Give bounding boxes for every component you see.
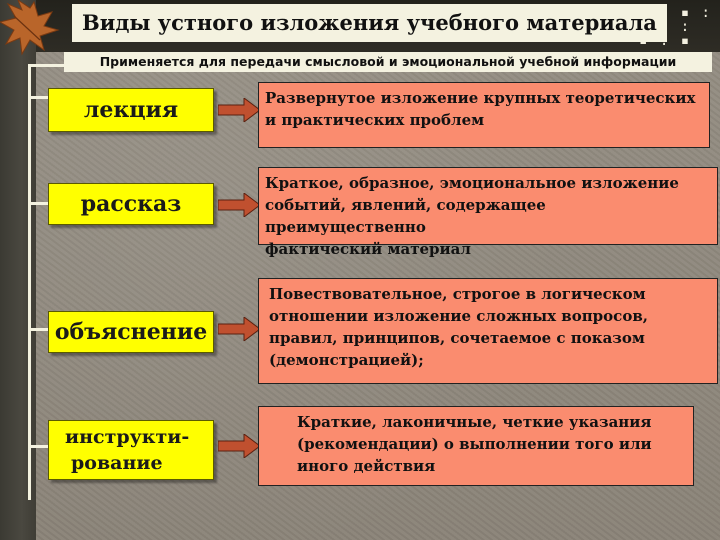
description-box-story: Краткое, образное, эмоциональное изложен… [258,167,718,258]
description-line: Развернутое изложение крупных теоретичес… [265,89,696,107]
description-line: Краткие, лаконичные, четкие указания [297,413,652,431]
label-box-lecture: лекция [48,88,214,132]
description-line: Повествовательное, строгое в логическом [269,285,646,303]
right-arrow-icon [218,98,260,122]
description-line: Краткое, образное, эмоциональное изложен… [265,174,679,192]
label-box-explanation: объяснение [48,311,214,353]
right-arrow-icon [218,317,260,341]
description-line: событий, явлений, содержащее преимуществ… [265,196,546,236]
description-line: фактический материал [265,240,471,258]
description-line: иного действия [297,457,436,475]
description-line: правил, принципов, сочетаемое с показом [269,329,645,347]
description-line: отношении изложение сложных вопросов, [269,307,648,325]
top-connector-line [28,64,68,67]
description-box-instruction: Краткие, лаконичные, четкие указания (ре… [258,406,694,486]
vertical-connector-line [28,64,31,500]
description-box-explanation: Повествовательное, строгое в логическом … [258,278,718,384]
label-instruction-line-2: рование [71,452,163,474]
right-arrow-icon [218,193,260,217]
description-line: (демонстрацией); [269,351,424,369]
description-line: и практических проблем [265,111,485,129]
autumn-leaf-icon [0,0,60,56]
connector-arrow-icon [28,323,58,335]
description-line: (рекомендации) о выполнении того или [297,435,652,453]
label-story: рассказ [80,191,182,217]
connector-arrow-icon [28,91,58,103]
connector-arrow-icon [28,440,58,452]
label-explanation: объяснение [54,319,208,345]
label-box-instruction: инструкти- рование [48,420,214,480]
label-lecture: лекция [83,97,179,123]
page-title: Виды устного изложения учебного материал… [72,4,667,42]
label-instruction-line-1: инструкти- [65,426,190,448]
label-box-story: рассказ [48,183,214,225]
right-arrow-icon [218,434,260,458]
page-subtitle: Применяется для передачи смысловой и эмо… [64,52,712,72]
connector-arrow-icon [28,197,58,209]
description-box-lecture: Развернутое изложение крупных теоретичес… [258,82,710,148]
